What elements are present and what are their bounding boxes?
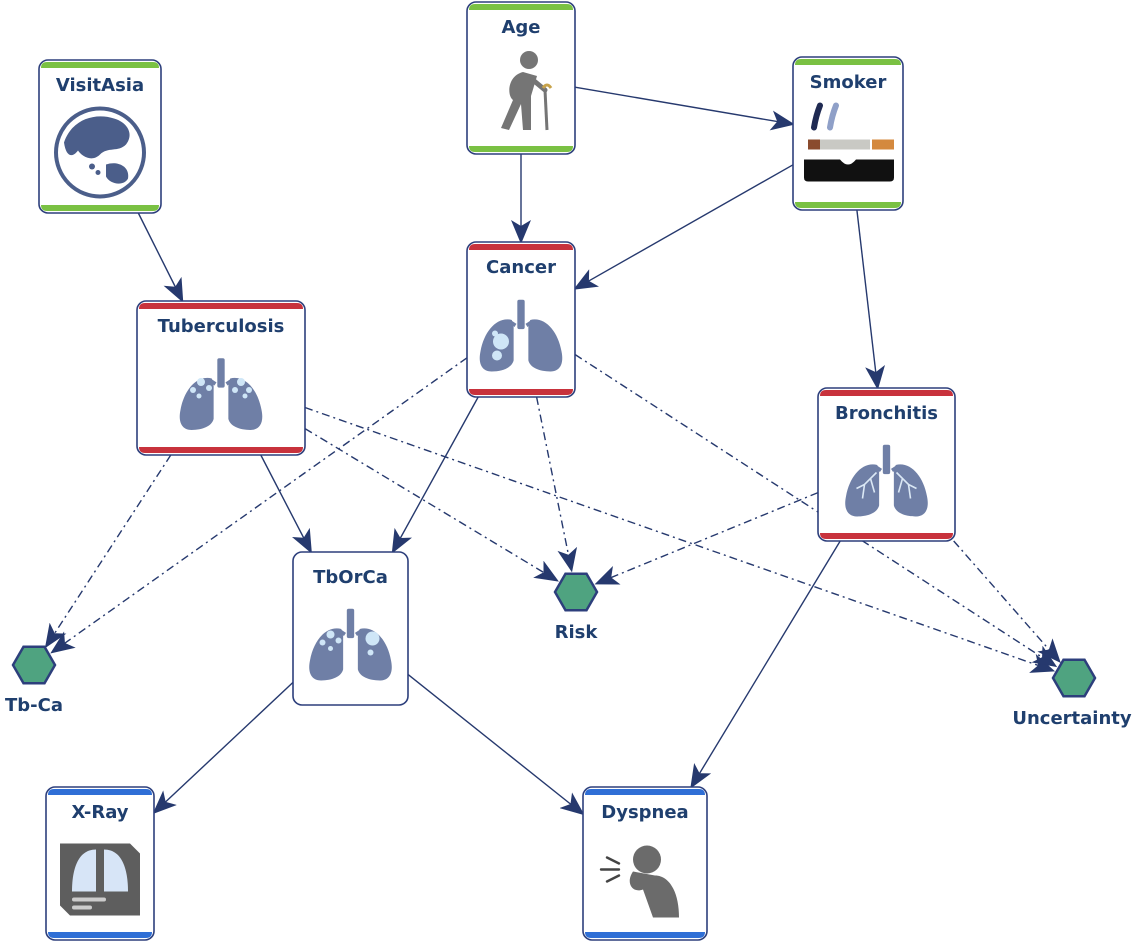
- node-bottom-band: [48, 932, 152, 938]
- node-bottom-band: [41, 205, 159, 211]
- edge-cancer-to-tb_ca: [50, 357, 468, 654]
- node-top-band: [585, 789, 705, 795]
- node-tuberculosis[interactable]: Tuberculosis: [136, 300, 306, 456]
- elderly-person-icon: [501, 51, 553, 131]
- lungs-tuberculosis-icon: [177, 358, 265, 432]
- node-xray[interactable]: X-Ray: [45, 786, 155, 941]
- utility-uncertainty[interactable]: Uncertainty: [1012, 658, 1132, 729]
- utility-label: Tb-Ca: [5, 695, 63, 716]
- utility-hexagon: [11, 645, 57, 685]
- node-label: X-Ray: [71, 802, 128, 823]
- utility-risk[interactable]: Risk: [553, 572, 599, 643]
- lungs-cancer-icon: [477, 299, 565, 374]
- edge-bronchitis-to-uncertainty: [953, 540, 1061, 664]
- node-top-band: [41, 62, 159, 68]
- node-age[interactable]: Age: [466, 1, 576, 155]
- edge-tuberculosis-to-tborca: [260, 454, 312, 554]
- node-label: Age: [501, 17, 540, 38]
- lungs-tborca-icon: [307, 608, 394, 683]
- utility-tb_ca[interactable]: Tb-Ca: [5, 645, 63, 716]
- edge-tuberculosis-to-uncertainty: [304, 406, 1056, 673]
- node-label: Dyspnea: [601, 802, 688, 823]
- node-bottom-band: [469, 146, 573, 152]
- node-visitasia[interactable]: VisitAsia: [38, 59, 162, 214]
- node-top-band: [820, 390, 953, 396]
- edge-cancer-to-uncertainty: [574, 353, 1058, 668]
- node-label: VisitAsia: [56, 75, 144, 96]
- edge-tborca-to-dyspnea: [407, 673, 585, 816]
- xray-icon: [60, 843, 140, 916]
- edge-bronchitis-to-risk: [594, 491, 819, 585]
- node-label: Smoker: [810, 72, 887, 93]
- node-label: TbOrCa: [313, 567, 388, 588]
- cigarette-icon: [804, 102, 894, 182]
- node-bottom-band: [820, 533, 953, 539]
- globe-icon: [54, 106, 146, 199]
- node-top-band: [469, 244, 573, 250]
- node-smoker[interactable]: Smoker: [792, 56, 904, 211]
- node-label: Tuberculosis: [158, 316, 285, 337]
- utility-hexagon: [1051, 658, 1097, 698]
- node-dyspnea[interactable]: Dyspnea: [582, 786, 708, 941]
- node-bottom-band: [585, 932, 705, 938]
- node-bronchitis[interactable]: Bronchitis: [817, 387, 956, 542]
- edge-tborca-to-xray: [152, 681, 294, 815]
- utility-label: Uncertainty: [1012, 708, 1132, 729]
- node-bottom-band: [469, 389, 573, 395]
- edge-age-to-smoker: [574, 86, 795, 131]
- node-tborca[interactable]: TbOrCa: [292, 551, 409, 706]
- node-label: Bronchitis: [835, 403, 938, 424]
- coughing-person-icon: [599, 845, 679, 918]
- node-bottom-band: [139, 447, 303, 453]
- edge-smoker-to-cancer: [573, 164, 794, 290]
- edge-smoker-to-bronchitis: [856, 209, 885, 390]
- edge-tuberculosis-to-risk: [304, 428, 559, 582]
- node-label: Cancer: [486, 257, 556, 278]
- edge-bronchitis-to-dyspnea: [690, 540, 841, 789]
- edge-cancer-to-tborca: [391, 396, 479, 554]
- node-top-band: [795, 59, 901, 65]
- node-cancer[interactable]: Cancer: [466, 241, 576, 398]
- node-bottom-band: [795, 202, 901, 208]
- edge-visitasia-to-tuberculosis: [137, 212, 184, 303]
- edge-tuberculosis-to-tb_ca: [44, 454, 172, 649]
- lungs-bronchitis-icon: [843, 444, 930, 519]
- node-top-band: [139, 303, 303, 309]
- edge-cancer-to-risk: [535, 396, 578, 573]
- utility-hexagon: [553, 572, 599, 612]
- node-top-band: [48, 789, 152, 795]
- utility-label: Risk: [555, 622, 599, 643]
- node-top-band: [469, 4, 573, 10]
- edges-layer: [44, 86, 1061, 816]
